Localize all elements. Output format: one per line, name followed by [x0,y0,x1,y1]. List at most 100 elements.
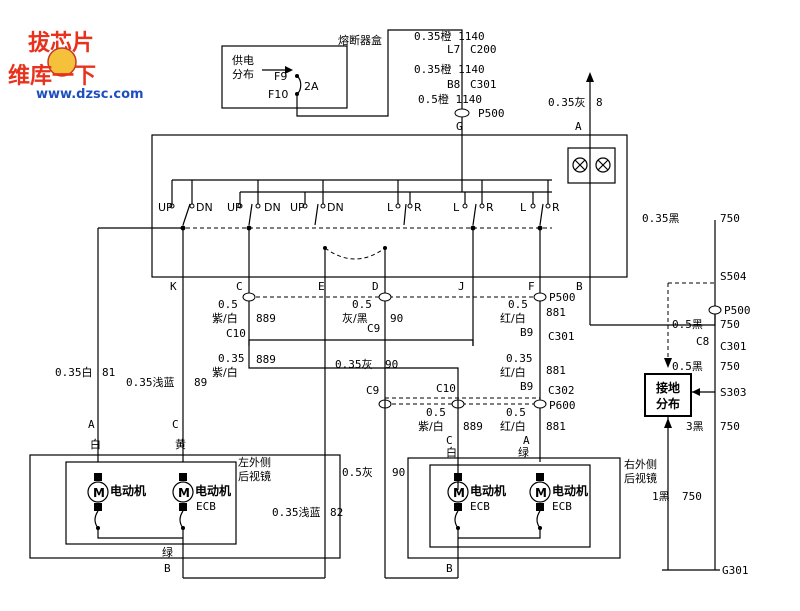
sw-l-1: L [387,201,394,214]
wire-881-c-color: 红/白 [500,419,526,433]
wire-90-b: 0.35灰 [335,357,373,371]
wire-889-b-size: 0.35 [218,352,245,365]
wire-750-c: 0.5黑 [672,360,703,373]
conn-p600: P600 [549,399,576,412]
wire-90-c-num: 90 [392,466,405,479]
wire-1140-a: 0.35橙 1140 [414,29,485,43]
wire-81: 0.35白 [55,365,93,379]
right-motor-1-label: 电动机 [470,483,506,498]
sw-up-2: UP [227,201,242,214]
sw-r-1: R [414,201,422,214]
pin-a-right: A [523,434,530,447]
logo-mascot-icon [47,47,77,77]
pin-d: D [372,280,379,293]
pin-e: E [318,280,325,293]
conn-c200: C200 [470,43,497,56]
right-ecb-label-1: ECB [470,500,490,513]
right-motor-2: M [529,473,551,530]
conn-c10-b: C10 [436,382,456,395]
wire-750-d-num: 750 [720,420,740,433]
logo-main-text: 维库一下 [8,63,96,89]
wire-881-b-color: 红/白 [500,365,526,379]
fuse-f9-label: F9 [274,70,287,83]
wire-750-a-num: 750 [720,212,740,225]
wire-82: 0.35浅蓝 [272,506,321,519]
wire-750-c-num: 750 [720,360,740,373]
pin-b-left: B [164,562,171,575]
pin-c: C [236,280,243,293]
indicator-lamps [567,135,616,277]
wire-green-left: 绿 [162,545,173,559]
sw-l-2: L [453,201,460,214]
wire-881-a-color: 红/白 [500,311,526,325]
ground-box-label-1: 接地 [656,380,680,395]
wire-750-a: 0.35黑 [642,212,680,225]
wire-889-c-num: 889 [463,420,483,433]
wire-90-a-size: 0.5 [352,298,372,311]
conn-p500-ground: P500 [724,304,751,317]
wire-889-b-num: 889 [256,353,276,366]
sw-up-3: UP [290,201,305,214]
conn-c301-top: C301 [470,78,497,91]
wire-90-a-num: 90 [390,312,403,325]
svg-text:M: M [178,486,190,500]
wire-750-b-num: 750 [720,318,740,331]
pin-b: B [576,280,583,293]
conn-g301: G301 [722,564,749,577]
wire-1140-b: 0.35橙 1140 [414,62,485,76]
wire-81-num: 81 [102,366,115,379]
left-motor-1-label: 电动机 [110,483,146,498]
wire-82-num: 82 [330,506,343,519]
pin-a-top: A [575,120,582,133]
wire-889-b-color: 紫/白 [212,365,238,379]
wire-750-d: 3黑 [686,420,704,433]
conn-c301-right: C301 [548,330,575,343]
wire-white-right: 白 [446,445,457,459]
wire-90-b-num: 90 [385,358,398,371]
left-ecb-label: ECB [196,500,216,513]
wire-889-a-num: 889 [256,312,276,325]
svg-text:M: M [453,486,465,500]
right-mirror-title-2: 后视镜 [624,471,657,485]
pin-c-left: C [172,418,179,431]
right-ecb-label-2: ECB [552,500,572,513]
wire-90-c: 0.5灰 [342,465,373,479]
sw-dn-1: DN [196,201,213,214]
wire-889-a-size: 0.5 [218,298,238,311]
wire-89-num: 89 [194,376,207,389]
conn-s504: S504 [720,270,747,283]
conn-b9-b: B9 [520,380,533,393]
wire-750-e: 1黑 [652,490,670,503]
wire-881-a-num: 881 [546,306,566,319]
wire-green-right: 绿 [518,445,529,459]
left-motor-2-label: 电动机 [195,483,231,498]
switch-contacts: UP DN UP DN UP DN L R L R [158,180,560,226]
wire-881-b-size: 0.35 [506,352,533,365]
left-mirror-box [29,454,341,559]
wire-881-c-num: 881 [546,420,566,433]
right-motor-1: M [447,473,469,530]
wire-889-c-size: 0.5 [426,406,446,419]
wire-881-c-size: 0.5 [506,406,526,419]
sw-r-3: R [552,201,560,214]
sw-l-3: L [520,201,527,214]
fuse-rating-label: 2A [304,80,319,93]
right-mirror-inner [429,464,591,548]
ground-distribution-box [644,373,692,417]
left-mirror-title-1: 左外侧 [238,456,271,469]
right-mirror-title-1: 右外侧 [624,457,657,471]
pin-k: K [170,280,177,293]
sw-dn-2: DN [264,201,281,214]
fuse-box-title: 熔断器盒 [338,33,382,47]
mirror-switch-box [151,134,628,278]
logo: 拔芯片 维库一下 www.dzsc.com [8,30,144,102]
fuse-box: 熔断器盒 供电 分布 F9 F10 2A [221,33,382,109]
pin-b-right: B [446,562,453,575]
conn-b8: B8 [447,78,460,91]
left-motor-2: M [172,473,194,530]
wire-1140-c: 0.5橙 1140 [418,92,482,106]
logo-url-text: www.dzsc.com [36,87,144,102]
svg-text:M: M [535,486,547,500]
wire-750-e-num: 750 [682,490,702,503]
